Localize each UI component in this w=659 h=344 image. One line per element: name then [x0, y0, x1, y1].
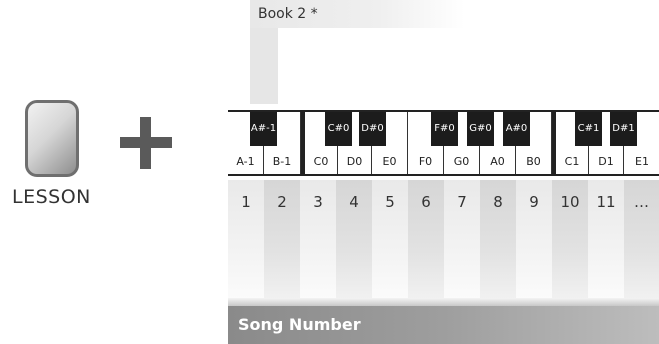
black-key-label: C#0 [327, 123, 350, 134]
white-key-label: A0 [490, 155, 505, 168]
white-key-label: E0 [382, 155, 397, 168]
white-key-label: D0 [346, 155, 363, 168]
white-key[interactable]: E1 [624, 112, 659, 174]
lesson-label: LESSON [12, 186, 91, 208]
white-key-label: F0 [418, 155, 433, 168]
song-number: 9 [529, 193, 539, 211]
white-key-label: B-1 [272, 155, 292, 168]
black-key-label: F#0 [434, 123, 455, 134]
black-key[interactable]: D#0 [359, 112, 386, 146]
song-number-bar: Song Number [228, 306, 659, 344]
song-column[interactable]: 4 [336, 180, 372, 299]
song-column[interactable]: 9 [516, 180, 552, 299]
white-key-label: D1 [598, 155, 614, 168]
white-key-label: C1 [564, 155, 580, 168]
black-key[interactable]: F#0 [431, 112, 458, 146]
song-column[interactable]: 8 [480, 180, 516, 299]
song-column[interactable]: 10 [552, 180, 588, 299]
song-number: 3 [313, 193, 323, 211]
white-key-label: G0 [453, 155, 470, 168]
black-key[interactable]: A#0 [503, 112, 530, 146]
keyboard: A-1 B-1 C0 D0 E0 F0 G0 A0 B0 C1 D1 E1 A#… [228, 110, 659, 176]
black-key-label: D#0 [361, 123, 384, 134]
song-number: 5 [385, 193, 395, 211]
song-column[interactable]: 5 [372, 180, 408, 299]
octave-divider [301, 112, 305, 174]
grid-fade [228, 298, 659, 306]
white-key[interactable]: E0 [372, 112, 408, 174]
song-number: 1 [241, 193, 251, 211]
song-column[interactable]: 1 [228, 180, 264, 299]
black-key-label: A#0 [505, 123, 528, 134]
plus-icon [120, 117, 172, 169]
white-key-label: E1 [635, 155, 649, 168]
book-label-background [250, 0, 465, 28]
song-number: … [634, 193, 649, 211]
song-number: 8 [493, 193, 503, 211]
book-label: Book 2 * [258, 6, 318, 22]
white-key-label: A-1 [236, 155, 255, 168]
song-number-label: Song Number [238, 315, 361, 334]
white-key-label: C0 [313, 155, 329, 168]
black-key[interactable]: C#0 [325, 112, 352, 146]
black-key[interactable]: G#0 [467, 112, 494, 146]
black-key[interactable]: A#-1 [250, 112, 277, 146]
song-number: 7 [457, 193, 467, 211]
black-key-label: A#-1 [250, 123, 277, 134]
white-key[interactable]: B-1 [264, 112, 301, 174]
song-number-grid: 1 2 3 4 5 6 7 8 9 10 11 … [228, 180, 659, 299]
black-key-label: D#1 [612, 123, 635, 134]
song-column[interactable]: 6 [408, 180, 444, 299]
song-number: 6 [421, 193, 431, 211]
song-column[interactable]: 7 [444, 180, 480, 299]
black-key-label: G#0 [469, 123, 492, 134]
song-column[interactable]: 11 [588, 180, 624, 299]
song-column[interactable]: … [624, 180, 659, 299]
song-number: 4 [349, 193, 359, 211]
song-number: 11 [596, 193, 616, 211]
black-key-label: C#1 [577, 123, 600, 134]
lesson-button-icon[interactable] [25, 100, 79, 177]
song-column[interactable]: 3 [300, 180, 336, 299]
black-key[interactable]: D#1 [610, 112, 637, 146]
song-number: 10 [560, 193, 580, 211]
black-key[interactable]: C#1 [575, 112, 602, 146]
book-indicator-bar [250, 28, 278, 104]
song-number: 2 [277, 193, 287, 211]
white-key-label: B0 [526, 155, 541, 168]
octave-divider [552, 112, 556, 174]
white-key[interactable]: B0 [516, 112, 552, 174]
song-column[interactable]: 2 [264, 180, 300, 299]
